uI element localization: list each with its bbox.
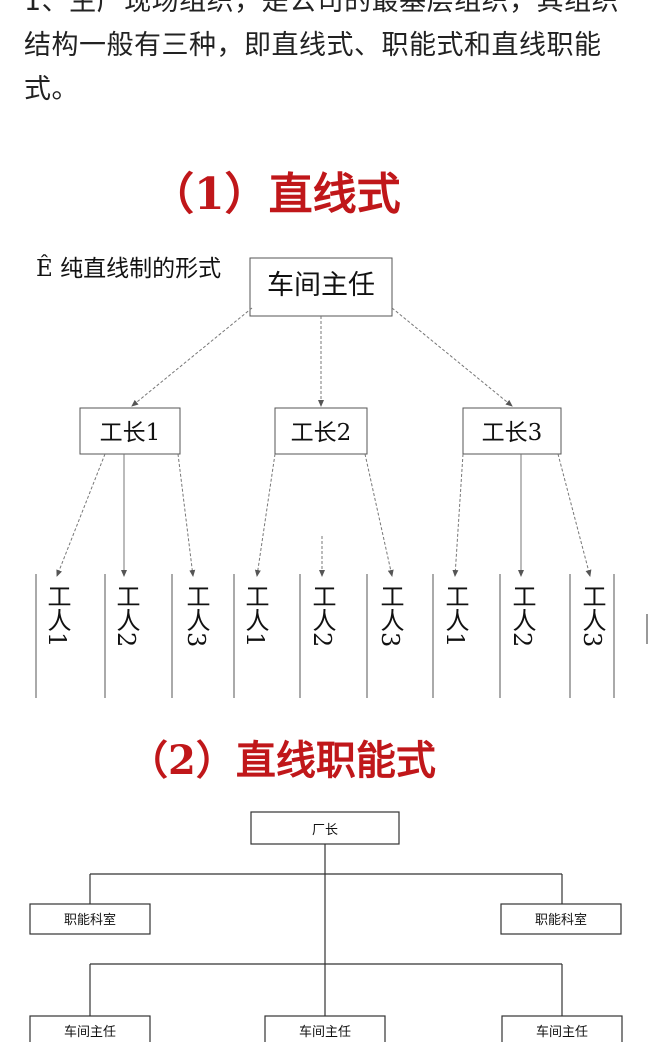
manager-box-1 (29, 1015, 151, 1042)
worker-label: 工人1 (43, 584, 71, 647)
side-label: Ê 纯直线制的形式 (36, 255, 221, 282)
edge-foreman2-worker1 (254, 453, 276, 577)
edge-foreman1-worker3 (177, 453, 196, 577)
manager-label-3: 车间主任 (536, 1024, 588, 1040)
staff-label-right: 职能科室 (535, 912, 587, 928)
worker-label: 工人3 (182, 584, 210, 647)
intro-line-2: 结构一般有三种，即直线式、职能式和直线职能 (24, 30, 602, 61)
foreman-2-label: 工长2 (291, 420, 352, 446)
edge-foreman3-worker3 (557, 453, 592, 577)
manager-box-3 (501, 1015, 623, 1042)
root-node-label: 车间主任 (267, 270, 375, 301)
manager-box-2 (264, 1015, 386, 1042)
edge-foreman3-worker1 (452, 453, 464, 577)
worker-label: 工人3 (578, 584, 606, 647)
line-structure-diagram: Ê 纯直线制的形式 车间主任 工长1 工长2 工长3 工人1 工人2 (35, 255, 615, 698)
foreman-3-label: 工长3 (482, 420, 543, 446)
factory-director-label: 厂长 (312, 823, 338, 838)
worker-label: 工人1 (241, 584, 269, 647)
manager-label-1: 车间主任 (64, 1024, 116, 1040)
foreman-2-box (274, 407, 368, 455)
factory-director-box (250, 811, 400, 845)
section-1-heading: （1）直线式 (150, 169, 401, 220)
staff-box-left (29, 903, 151, 935)
edge-foreman2-worker3 (364, 453, 394, 577)
worker-label: 工人2 (112, 584, 140, 647)
intro-line-1: 1、生产现场组织，是公司的最基层组织，其组织 (24, 0, 620, 17)
line-functional-diagram: 厂长 职能科室 职能科室 车间主任 车间主任 车间主任 (29, 811, 623, 1042)
worker-label: 工人2 (508, 584, 536, 647)
edge-root-foreman-1 (131, 307, 253, 407)
edge-foreman1-worker1 (56, 453, 106, 577)
foreman-3-box (462, 407, 562, 455)
foreman-1-box (79, 407, 181, 455)
scroll-indicator[interactable] (646, 614, 648, 644)
worker-label: 工人3 (376, 584, 404, 647)
root-node-box (249, 257, 393, 317)
foreman-1-label: 工长1 (100, 420, 161, 446)
staff-label-left: 职能科室 (64, 912, 116, 928)
section-2-heading: （2）直线职能式 (128, 737, 436, 784)
worker-label: 工人1 (441, 584, 469, 647)
worker-label: 工人2 (308, 584, 336, 647)
staff-box-right (500, 903, 622, 935)
manager-label-2: 车间主任 (299, 1024, 351, 1040)
intro-paragraph: 1、生产现场组织，是公司的最基层组织，其组织 结构一般有三种，即直线式、职能式和… (24, 0, 620, 112)
intro-line-3: 式。 (24, 74, 79, 105)
edge-root-foreman-3 (391, 307, 513, 407)
